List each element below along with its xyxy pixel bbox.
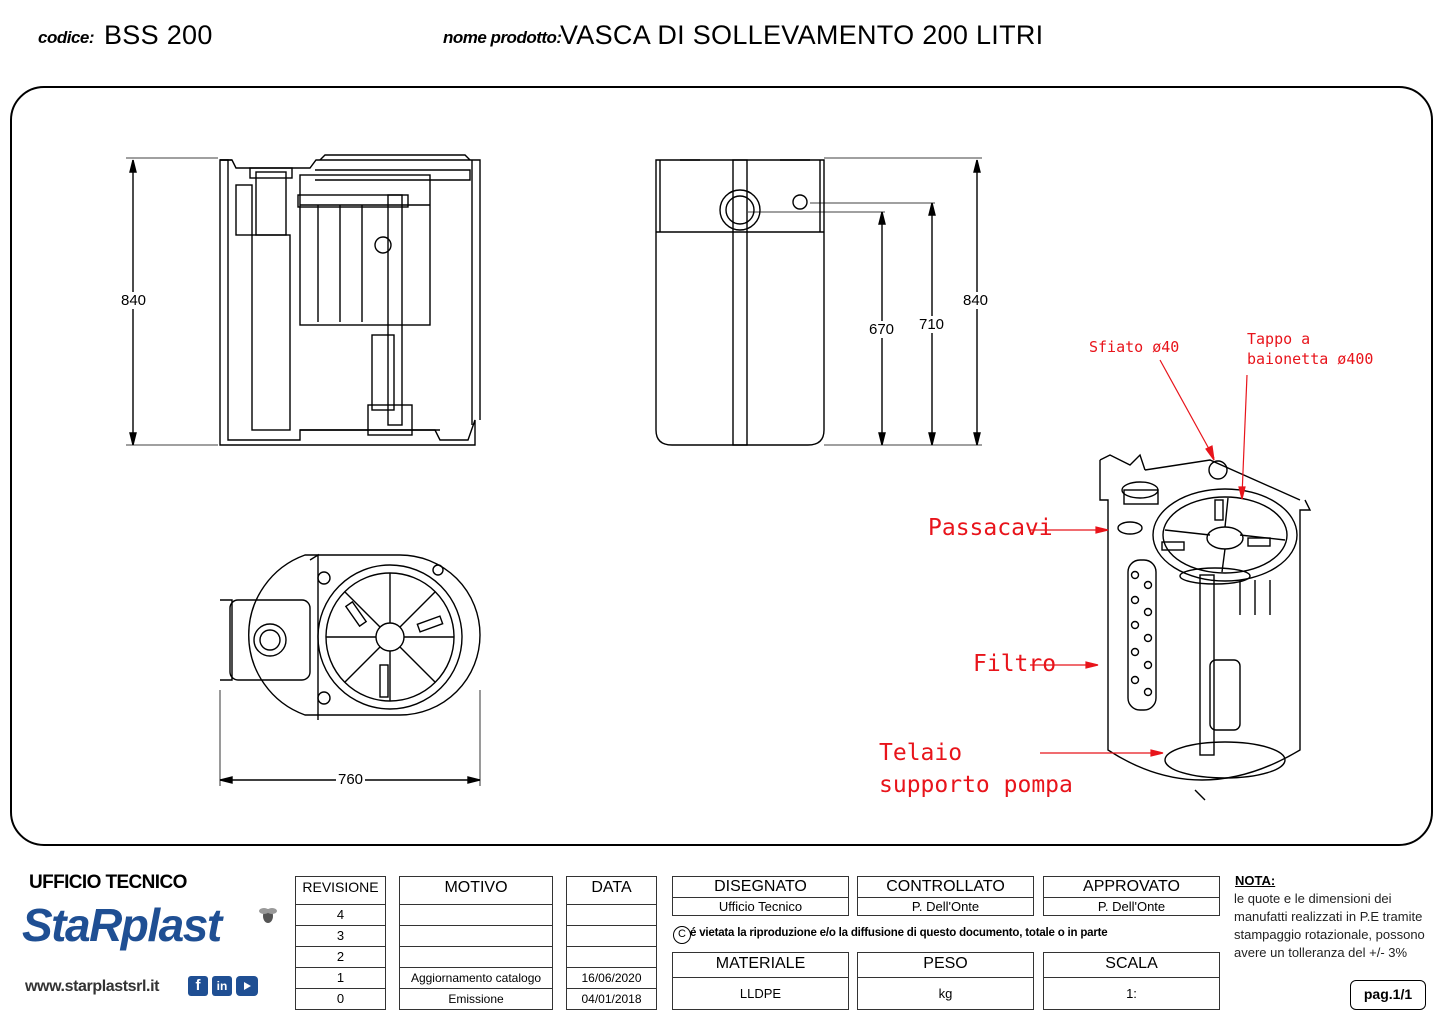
controllato-label: CONTROLLATO bbox=[886, 878, 1005, 895]
top-width-dimension: 760 bbox=[336, 771, 366, 788]
callout-telaio-line2: supporto pompa bbox=[879, 772, 1073, 798]
motivo-0: Emissione bbox=[400, 988, 552, 1009]
callout-tappo-line2: baionetta ø400 bbox=[1247, 350, 1374, 368]
motivo-1: Aggiornamento catalogo bbox=[400, 967, 552, 988]
revision-column: REVISIONE 4 3 2 1 0 bbox=[295, 876, 386, 1010]
materiale-label: MATERIALE bbox=[715, 955, 806, 972]
front-view bbox=[655, 159, 825, 446]
rev-1: 1 bbox=[296, 967, 385, 988]
front-height-710-dimension: 710 bbox=[919, 316, 945, 333]
data-2 bbox=[567, 946, 656, 967]
disegnato-label: DISEGNATO bbox=[714, 878, 807, 895]
callout-telaio-line1: Telaio bbox=[879, 740, 963, 766]
motivo-column: MOTIVO Aggiornamento catalogo Emissione bbox=[399, 876, 553, 1010]
motivo-3 bbox=[400, 925, 552, 946]
scala-value: 1: bbox=[1044, 977, 1219, 1010]
nota-text: le quote e le dimensioni dei manufatti r… bbox=[1234, 890, 1425, 962]
side-height-dimension: 840 bbox=[121, 292, 147, 309]
data-1: 16/06/2020 bbox=[567, 967, 656, 988]
facebook-icon[interactable]: f bbox=[188, 976, 208, 996]
office-title: UFFICIO TECNICO bbox=[29, 872, 187, 893]
website-link[interactable]: www.starplastsrl.it bbox=[25, 978, 160, 995]
data-0: 04/01/2018 bbox=[567, 988, 656, 1009]
rev-3: 3 bbox=[296, 925, 385, 946]
youtube-icon[interactable] bbox=[236, 976, 258, 996]
approvato-label: APPROVATO bbox=[1083, 878, 1180, 895]
scala-box: SCALA 1: bbox=[1043, 952, 1220, 1010]
disegnato-value: Ufficio Tecnico bbox=[673, 897, 848, 916]
isometric-view bbox=[1099, 453, 1312, 801]
bee-icon bbox=[258, 905, 278, 925]
callout-sfiato: Sfiato ø40 bbox=[1089, 338, 1180, 356]
rev-4: 4 bbox=[296, 904, 385, 925]
controllato-box: CONTROLLATO P. Dell'Onte bbox=[857, 876, 1034, 916]
peso-box: PESO kg bbox=[857, 952, 1034, 1010]
approvato-box: APPROVATO P. Dell'Onte bbox=[1043, 876, 1220, 916]
page-number: pag.1/1 bbox=[1350, 980, 1426, 1010]
scala-label: SCALA bbox=[1105, 955, 1158, 972]
data-column: DATA 16/06/2020 04/01/2018 bbox=[566, 876, 657, 1010]
motivo-4 bbox=[400, 904, 552, 925]
callout-filtro: Filtro bbox=[973, 651, 1057, 677]
front-height-840-dimension: 840 bbox=[963, 292, 989, 309]
rev-2: 2 bbox=[296, 946, 385, 967]
product-value: VASCA DI SOLLEVAMENTO 200 LITRI bbox=[560, 20, 1044, 50]
front-height-670-dimension: 670 bbox=[869, 321, 895, 338]
code-label: codice: bbox=[38, 28, 95, 47]
copyright-notice: é vietata la riproduzione e/o la diffusi… bbox=[690, 927, 1108, 939]
nota-line: le quote e le dimensioni dei bbox=[1234, 891, 1392, 906]
brand-logo: StaRplast bbox=[22, 899, 222, 951]
motivo-2 bbox=[400, 946, 552, 967]
copyright-icon: C bbox=[673, 926, 691, 944]
code-value: BSS 200 bbox=[104, 20, 213, 50]
materiale-value: LLDPE bbox=[673, 977, 848, 1010]
product-label: nome prodotto: bbox=[443, 28, 562, 47]
approvato-value: P. Dell'Onte bbox=[1044, 897, 1219, 916]
data-3 bbox=[567, 925, 656, 946]
linkedin-icon[interactable]: in bbox=[212, 976, 232, 996]
top-view bbox=[220, 553, 481, 720]
data-header: DATA bbox=[591, 879, 632, 896]
materiale-box: MATERIALE LLDPE bbox=[672, 952, 849, 1010]
revision-header: REVISIONE bbox=[302, 879, 379, 895]
nota-title: NOTA: bbox=[1235, 873, 1276, 888]
rev-0: 0 bbox=[296, 988, 385, 1009]
nota-line: stampaggio rotazionale, possono bbox=[1234, 927, 1425, 942]
callout-passacavi: Passacavi bbox=[928, 515, 1053, 541]
side-section-view bbox=[219, 154, 481, 446]
peso-label: PESO bbox=[923, 955, 968, 972]
disegnato-box: DISEGNATO Ufficio Tecnico bbox=[672, 876, 849, 916]
controllato-value: P. Dell'Onte bbox=[858, 897, 1033, 916]
callout-tappo-line1: Tappo a bbox=[1247, 330, 1311, 348]
nota-line: avere un tolleranza del +/- 3% bbox=[1234, 945, 1408, 960]
drawing-frame bbox=[10, 86, 1433, 846]
data-4 bbox=[567, 904, 656, 925]
motivo-header: MOTIVO bbox=[444, 879, 508, 896]
nota-line: manufatti realizzati in P.E tramite bbox=[1234, 909, 1423, 924]
peso-value: kg bbox=[858, 977, 1033, 1010]
